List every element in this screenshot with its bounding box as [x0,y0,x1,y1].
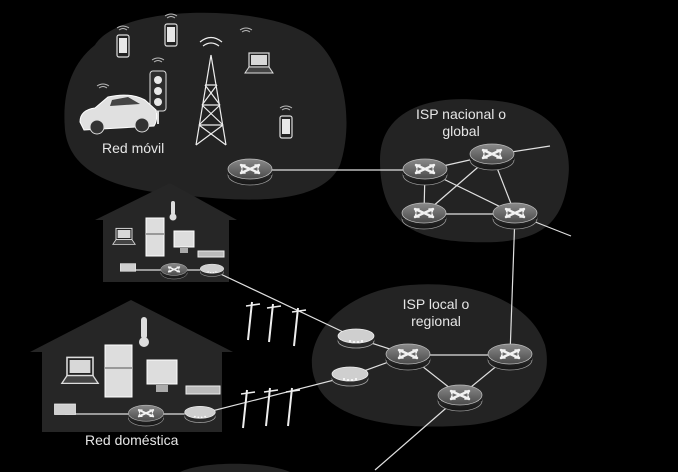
home-network-label: Red doméstica [85,432,179,448]
modem-icon-home-top [199,263,225,277]
router-icon-local-1 [384,342,432,372]
third-network-cloud-partial [180,463,290,472]
modem-icon-home-bottom [184,405,216,423]
router-icon-national-3 [400,201,448,231]
cable-modem-icon-home-top [120,263,136,272]
mobile-network-label: Red móvil [102,140,165,156]
router-icon-home-top [160,262,188,280]
router-icon-national-2 [468,142,516,172]
desktop-monitor-icon-home-top [173,230,195,253]
utility-pole-icon-group-top [245,301,307,347]
router-icon-national-4 [491,201,539,231]
laptop-icon-home-top [112,227,136,245]
router-icon-mobile [226,157,274,187]
utility-pole-icon-group-bottom [240,387,301,429]
desktop-monitor-icon-home-bottom [146,359,178,392]
local-isp-label-line1: ISP local o [402,296,470,312]
keyboard-icon-home-bottom [185,385,221,395]
modem-icon-isp-1 [337,328,375,349]
thermometer-icon-home-bottom [139,317,149,347]
national-isp-label: ISP nacional o global [410,106,512,140]
router-icon-national-1 [401,157,449,187]
local-isp-label: ISP local o regional [390,296,482,330]
traffic-light-icon [149,57,167,124]
router-icon-home-bottom [127,404,165,427]
refrigerator-icon-home-bottom [104,344,133,398]
cable-modem-icon-home-bottom [54,403,76,415]
laptop-icon-home-bottom [61,356,99,385]
national-isp-label-line1: ISP nacional o [415,106,507,122]
router-icon-local-3 [436,383,484,413]
router-icon-local-2 [486,342,534,372]
thermometer-icon-home-top [169,201,177,221]
refrigerator-icon-home-top [145,217,165,257]
car-icon [79,83,158,135]
mobile-network-cloud [64,12,347,200]
cell-tower-icon [195,36,227,146]
national-isp-label-line2: global [442,123,480,139]
modem-icon-isp-2 [331,366,369,387]
keyboard-icon-home-top [197,250,225,258]
local-isp-label-line2: regional [411,313,461,329]
